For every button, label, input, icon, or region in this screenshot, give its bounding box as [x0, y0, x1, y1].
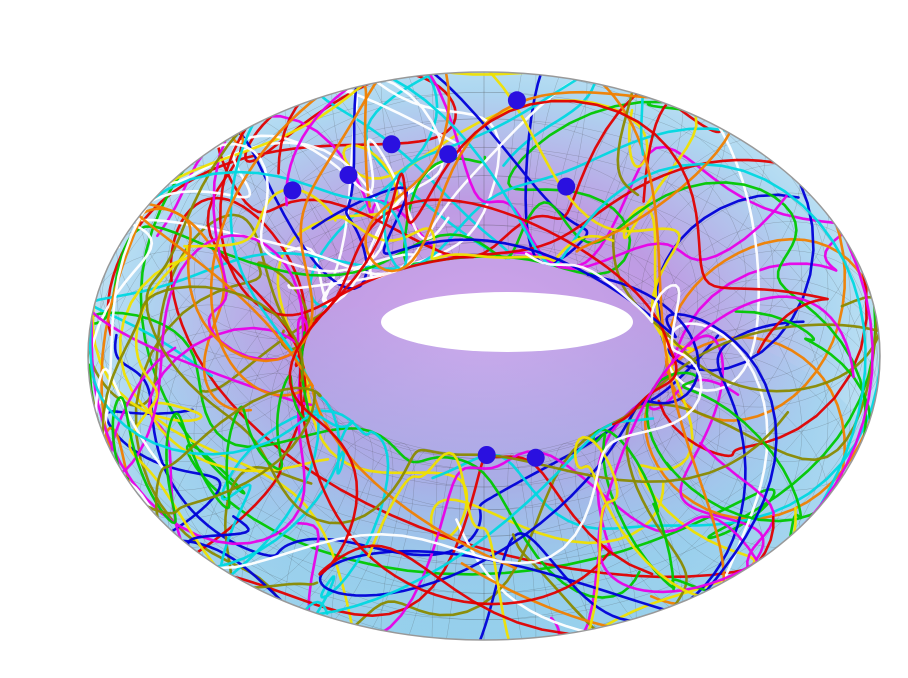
trajectory-curve [147, 72, 788, 640]
trajectory-curve [196, 390, 390, 639]
marker-sphere [507, 91, 526, 110]
trajectory-curve [112, 252, 703, 570]
trajectory-curve [216, 72, 867, 618]
trajectory-curve [284, 72, 874, 594]
trajectory-curve [101, 285, 322, 590]
mesh-parallel [270, 256, 698, 566]
trajectory-curve [288, 99, 829, 637]
marker-sphere [283, 181, 302, 200]
mesh-meridian [530, 449, 588, 640]
torus-hole [381, 292, 633, 352]
mesh-meridian [507, 453, 537, 640]
trajectory-curve [90, 127, 880, 531]
marker-sphere [382, 135, 401, 154]
marker-sphere [526, 448, 545, 467]
trajectory-curve [88, 72, 645, 456]
position-markers [283, 91, 576, 467]
trajectory-curve [511, 231, 880, 640]
trajectory-curve [318, 273, 700, 619]
torus-rim [87, 71, 881, 641]
trajectory-curve [145, 72, 790, 525]
torus-surface [87, 71, 881, 641]
trajectory-curve [119, 72, 756, 640]
marker-sphere [557, 177, 576, 196]
marker-sphere [439, 145, 458, 164]
marker-sphere [339, 166, 358, 184]
trajectory-curve [298, 198, 678, 606]
trajectory-curve [88, 181, 868, 599]
mesh-meridian [380, 449, 438, 640]
marker-sphere [477, 446, 496, 464]
trajectory-curve [367, 435, 797, 640]
trajectory-curve [91, 72, 694, 473]
